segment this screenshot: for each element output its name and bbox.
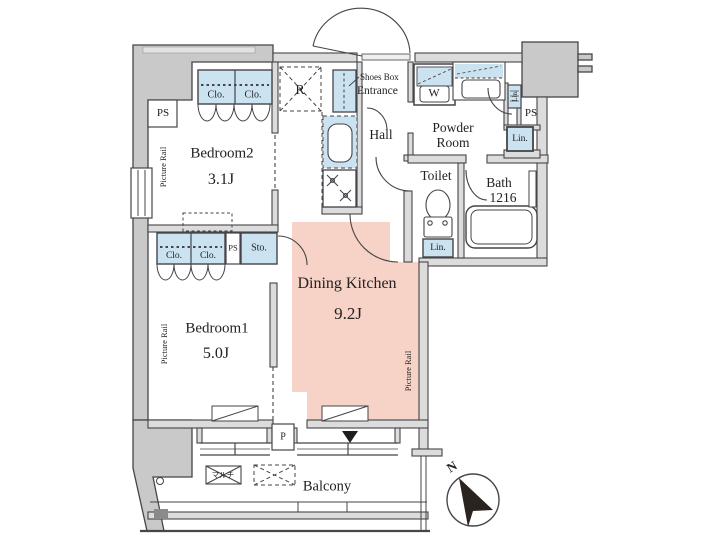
- pipe-space-narrow-label: PS: [228, 242, 238, 253]
- washbasin: [452, 61, 506, 101]
- linen-small: [507, 84, 522, 109]
- washer-space: [413, 63, 456, 106]
- bedroom2-side-window: [130, 167, 153, 219]
- low-windows: [211, 405, 369, 422]
- picture-rail-dining-label: Picture Rail: [403, 350, 413, 392]
- bath-label: Bath: [486, 175, 512, 190]
- bedroom2-name: Bedroom2: [190, 145, 254, 162]
- entrance-label: Entrance: [357, 85, 398, 97]
- storage-label: Sto.: [251, 242, 267, 254]
- toilet-door-arc: [375, 156, 411, 192]
- powder-room-label-2: Room: [436, 135, 470, 150]
- balcony-hatch: [154, 509, 168, 518]
- balcony-area: [140, 456, 430, 533]
- picture-rail-bedroom2-label: Picture Rail: [158, 146, 168, 188]
- bedroom2-closets: [197, 69, 273, 122]
- dining-kitchen-size: 9.2J: [334, 304, 362, 323]
- toilet-label: Toilet: [420, 168, 452, 183]
- bedroom1-name: Bedroom1: [185, 320, 249, 337]
- sliding-doors: [272, 135, 276, 420]
- bedroom1-closets: [156, 232, 278, 281]
- linen-toilet-label: Lin.: [430, 243, 446, 253]
- multi-outlet-label: マルチ: [211, 470, 235, 480]
- drain-icon: [156, 477, 164, 485]
- picture-rail-bedroom1-label: Picture Rail: [159, 323, 169, 365]
- shoes-box-label: Shoes Box: [360, 72, 399, 82]
- hall-label: Hall: [369, 127, 393, 142]
- balcony-windows: [200, 442, 398, 456]
- dining-door-arc: [349, 213, 399, 263]
- bedroom1-door-arc: [277, 235, 308, 266]
- ac-unit-space: [253, 464, 296, 486]
- refrigerator-label: R: [295, 83, 305, 98]
- bathtub: [465, 170, 538, 249]
- closet-label-b2-1: Clo.: [207, 89, 225, 101]
- closet-label-b2-2: Clo.: [244, 89, 262, 101]
- dining-kitchen-name: Dining Kitchen: [297, 275, 397, 292]
- washer-label: W: [428, 85, 440, 100]
- interior-walls: [147, 52, 549, 457]
- structural-walls: [132, 41, 593, 532]
- bedroom2-dashed-partition: [182, 212, 233, 232]
- meter-box: [271, 423, 295, 451]
- linen-box: [506, 126, 534, 152]
- linen-small-label: Lin.: [510, 90, 519, 102]
- genkan-step-curve: [366, 107, 388, 131]
- shoes-box: [332, 69, 360, 113]
- entrance-door-arc: [312, 7, 411, 54]
- toilet-fixture: [422, 189, 454, 258]
- pipe-space-narrow-box: [225, 232, 241, 265]
- bath-size-label: 1216: [489, 190, 517, 205]
- balcony-railing: [147, 511, 429, 520]
- door-arcs: [277, 7, 513, 266]
- linen-box-label: Lin.: [512, 134, 528, 144]
- pipe-space-topleft-label: PS: [156, 107, 170, 119]
- burner-icon: [326, 174, 352, 202]
- compass-needle-icon: [459, 478, 493, 527]
- bedroom2-size: 3.1J: [207, 171, 235, 188]
- dining-kitchen-area: [292, 222, 419, 421]
- compass: [446, 473, 500, 527]
- linen-toilet-box: [422, 238, 454, 258]
- balcony-label: Balcony: [302, 478, 352, 495]
- kitchen-sink: [327, 123, 353, 163]
- pipe-space-topleft-box: [147, 99, 178, 128]
- balcony-access-triangle: [342, 431, 358, 443]
- meter-box-label: P: [280, 431, 286, 443]
- powder-door-arc: [487, 87, 513, 115]
- refrigerator-space: [279, 66, 322, 112]
- pipe-space-right-label: PS: [524, 107, 538, 119]
- kitchen-counter: [321, 112, 358, 208]
- powder-room-label-1: Powder: [432, 120, 474, 135]
- closet-label-b1-1: Clo.: [165, 251, 183, 261]
- closet-label-b1-2: Clo.: [199, 251, 217, 261]
- bath-window: [528, 170, 537, 208]
- bedroom1-size: 5.0J: [202, 345, 230, 362]
- bath-door-arc: [465, 169, 488, 201]
- storage-box: [240, 232, 278, 265]
